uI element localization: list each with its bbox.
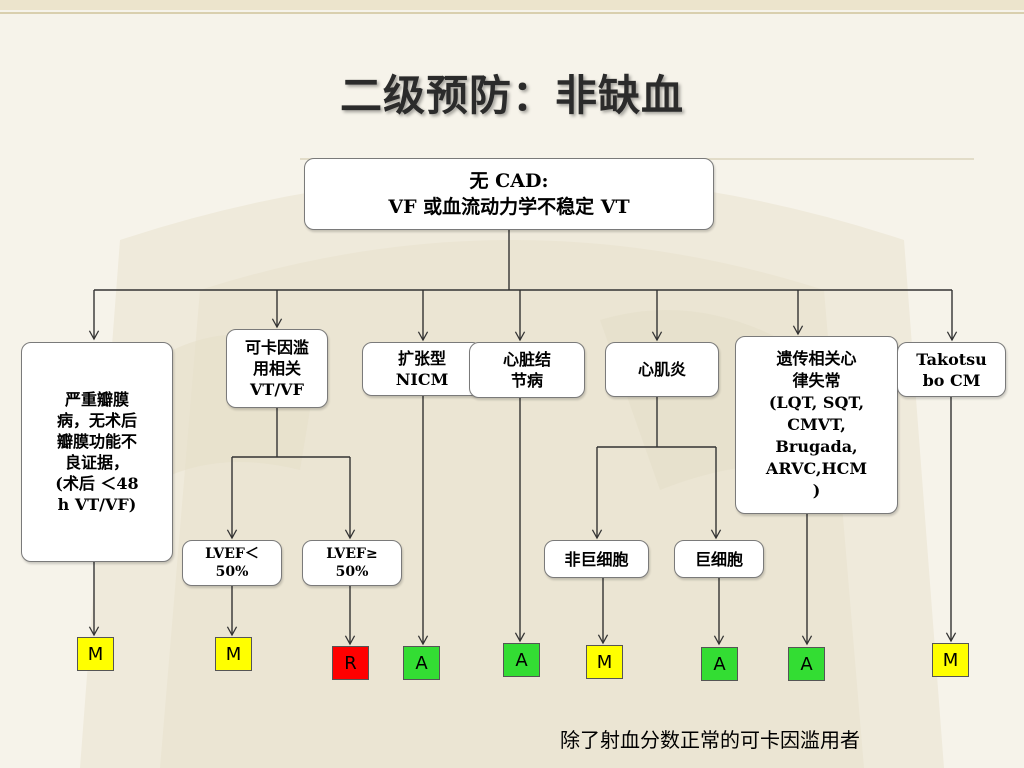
- footnote: 除了射血分数正常的可卡因滥用者: [560, 728, 860, 752]
- nicm-box: 扩张型 NICM: [362, 342, 482, 396]
- badge-valve: M: [77, 637, 114, 671]
- top-band: [0, 0, 1024, 10]
- takotsubo-box: Takotsu bo CM: [897, 342, 1006, 397]
- sarcoidosis-box: 心脏结 节病: [469, 342, 585, 398]
- badge-lvef-low: M: [215, 637, 252, 671]
- non-giant-cell-box: 非巨细胞: [544, 540, 649, 578]
- badge-takotsubo: M: [932, 643, 969, 677]
- badge-sarcoid: A: [503, 643, 540, 677]
- top-rule: [0, 12, 1024, 14]
- root-box: 无 CAD: VF 或血流动力学不稳定 VT: [304, 158, 714, 230]
- badge-nicm: A: [403, 646, 440, 680]
- badge-genetic: A: [788, 647, 825, 681]
- slide-title: 二级预防：非缺血: [339, 71, 684, 120]
- lvef-high-box: LVEF≥ 50%: [302, 540, 402, 586]
- giant-cell-box: 巨细胞: [674, 540, 764, 578]
- root-line-1: 无 CAD:: [469, 170, 549, 192]
- lvef-low-box: LVEF＜ 50%: [182, 540, 282, 586]
- badge-non-giant: M: [586, 645, 623, 679]
- badge-giant: A: [701, 647, 738, 681]
- valve-disease-box: 严重瓣膜 病，无术后 瓣膜功能不 良证据， (术后 ＜48 h VT/VF): [21, 342, 173, 562]
- cocaine-box: 可卡因滥 用相关 VT/VF: [226, 329, 328, 408]
- root-line-2: VF 或血流动力学不稳定 VT: [388, 196, 630, 218]
- genetic-arrhythmia-box: 遗传相关心 律失常 (LQT, SQT, CMVT, Brugada, ARVC…: [735, 336, 898, 514]
- badge-lvef-high: R: [332, 646, 369, 680]
- myocarditis-box: 心肌炎: [605, 342, 719, 397]
